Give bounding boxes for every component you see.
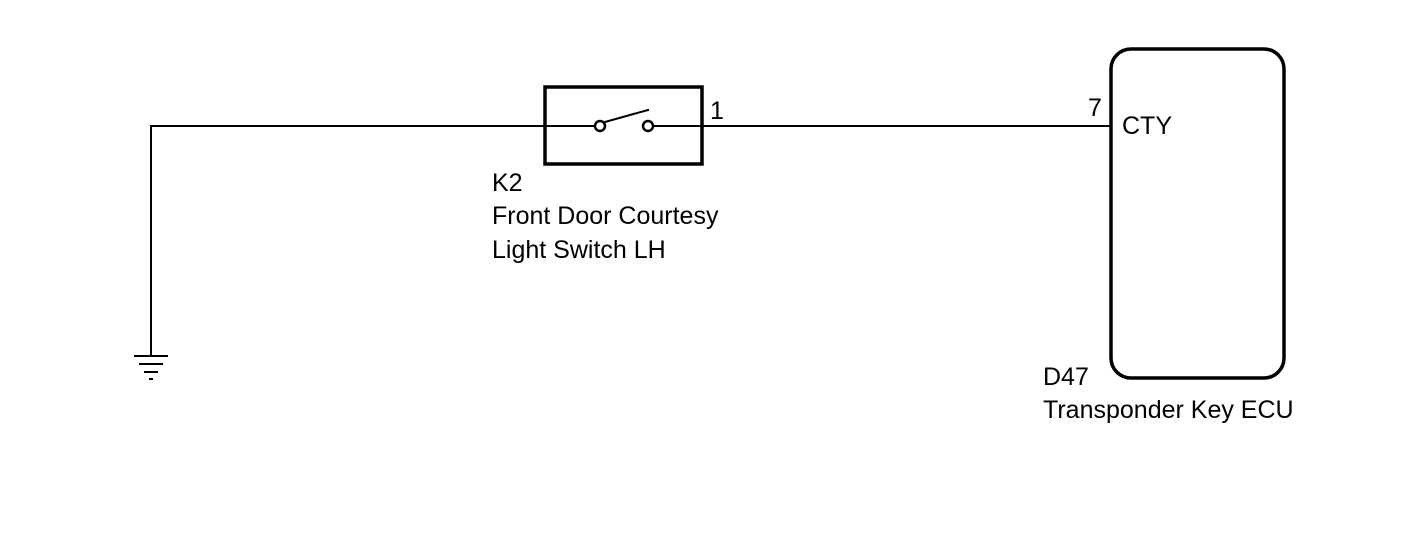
switch-pin-label: 1 (710, 97, 724, 125)
switch-name-line2: Light Switch LH (492, 236, 666, 264)
open-switch-icon (544, 108, 703, 133)
ecu-code-label: D47 (1043, 363, 1089, 391)
switch-code-label: K2 (492, 169, 523, 197)
switch-name-line1: Front Door Courtesy (492, 202, 719, 230)
ground-symbol-icon (134, 355, 168, 380)
ecu-pin-label: 7 (1088, 94, 1102, 122)
ecu-terminal-label: CTY (1122, 112, 1172, 140)
ecu-box (1109, 47, 1286, 380)
ecu-name-label: Transponder Key ECU (1043, 396, 1294, 424)
